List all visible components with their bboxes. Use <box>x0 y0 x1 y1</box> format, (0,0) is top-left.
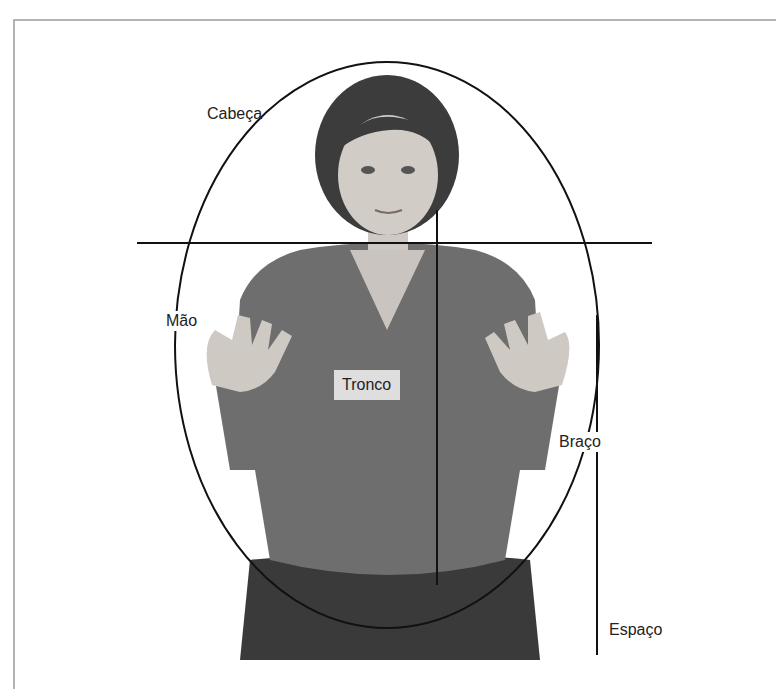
label-box: Tronco <box>334 370 400 400</box>
part-label: Mão <box>163 311 200 331</box>
part-label: Espaço <box>606 620 665 640</box>
part-label: Braço <box>556 432 604 452</box>
part-label: Cabeça <box>207 105 262 123</box>
part-label: Tronco <box>342 376 391 394</box>
